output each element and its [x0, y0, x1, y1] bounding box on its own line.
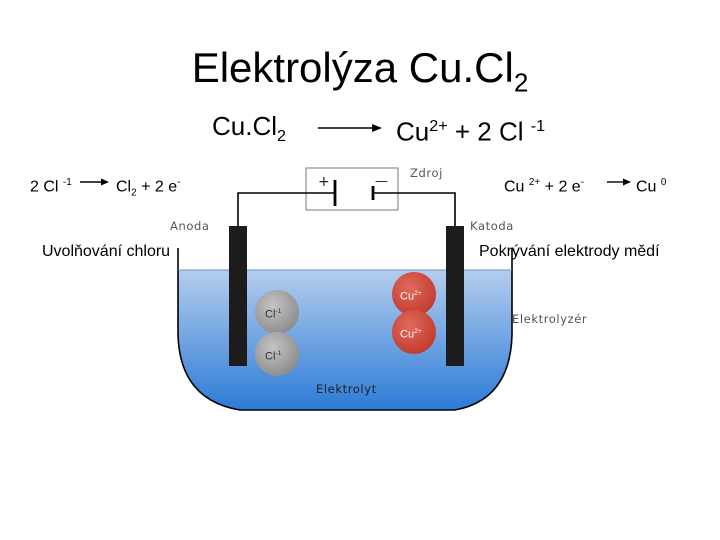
anode-electrode: [229, 226, 247, 366]
cathode-lhs-base: Cu: [504, 178, 529, 196]
cathode-reaction-arrow: [607, 178, 631, 186]
anode-rhs-tail: + 2 e: [136, 178, 178, 196]
power-source: [305, 167, 399, 211]
cathode-reaction-rhs: Cu 0: [636, 172, 666, 198]
title-main: Elektrolýza Cu.Cl: [191, 44, 514, 91]
title-sub: 2: [513, 67, 529, 98]
cathode-wire: [393, 192, 456, 226]
equation-right-base: Cu: [396, 116, 430, 147]
cu-ion-label-1: Cu2+: [400, 287, 422, 304]
page-title: Elektrolýza Cu.Cl2: [0, 38, 720, 112]
electrolyzer-vessel: [177, 248, 513, 411]
equation-left: Cu.Cl2: [212, 108, 286, 154]
equation-left-sub: 2: [277, 127, 286, 146]
zdroj-label: Zdroj: [410, 166, 443, 180]
cl-ion-2: [255, 332, 299, 376]
cathode-lhs-sup2: -: [580, 177, 584, 188]
minus-terminal-label: —: [375, 174, 389, 189]
anode-reaction-lhs: 2 Cl -1: [30, 172, 72, 198]
cl-ion-base-1: Cl: [265, 308, 276, 321]
cathode-reaction-lhs: Cu 2+ + 2 e-: [504, 172, 584, 198]
equation-right-sup: 2+: [429, 117, 448, 135]
anode-wire: [237, 192, 313, 226]
equation-right: Cu2+ + 2 Cl -1: [396, 108, 545, 150]
anode-lhs-sup: -1: [62, 177, 72, 188]
anode-reaction-rhs: Cl2 + 2 e-: [116, 172, 180, 205]
cu-ion-sup-1: 2+: [414, 290, 422, 297]
cu-ion-base-1: Cu: [400, 290, 415, 303]
cathode-rhs-sup: 0: [660, 177, 667, 188]
anode-process-label: Uvolňování chloru: [42, 243, 171, 260]
cu-ion-1: [392, 272, 436, 316]
equation-left-main: Cu.Cl: [212, 111, 278, 141]
cu-ion-label-2: Cu2+: [400, 325, 422, 342]
elektrolyt-label: Elektrolyt: [316, 382, 377, 396]
cl-ion-label-1: Cl-1: [265, 305, 281, 322]
cu-ion-2: [392, 310, 436, 354]
katoda-label: Katoda: [470, 219, 514, 233]
plus-terminal-label: +: [318, 174, 331, 190]
cl-ion-label-2: Cl-1: [265, 347, 281, 364]
cathode-process-label: Pokrývání elektrody mědí: [479, 243, 660, 260]
cl-ion-sup-2: -1: [275, 350, 282, 357]
anode-reaction-arrow: [80, 178, 109, 186]
cathode-lhs-tail: + 2 e: [540, 178, 581, 196]
cl-ion-sup-1: -1: [275, 308, 282, 315]
equation-arrow: [318, 124, 382, 132]
cu-ion-sup-2: 2+: [414, 328, 422, 335]
cu-ion-base-2: Cu: [400, 328, 415, 341]
anode-lhs-base: 2 Cl: [30, 178, 63, 196]
equation-right-sup2: -1: [530, 117, 546, 135]
cathode-electrode: [446, 226, 464, 366]
equation-right-mid: + 2 Cl: [447, 116, 531, 147]
cathode-rhs-base: Cu: [636, 178, 661, 196]
cathode-lhs-sup: 2+: [528, 177, 541, 188]
cl-ion-1: [255, 290, 299, 334]
anode-rhs-base: Cl: [116, 178, 132, 196]
cl-ion-base-2: Cl: [265, 350, 276, 363]
anode-rhs-sup: -: [177, 177, 181, 188]
anode-rhs-sub: 2: [131, 187, 137, 199]
elektrolyzer-label: Elektrolyzér: [512, 312, 588, 326]
anoda-label: Anoda: [170, 219, 210, 233]
